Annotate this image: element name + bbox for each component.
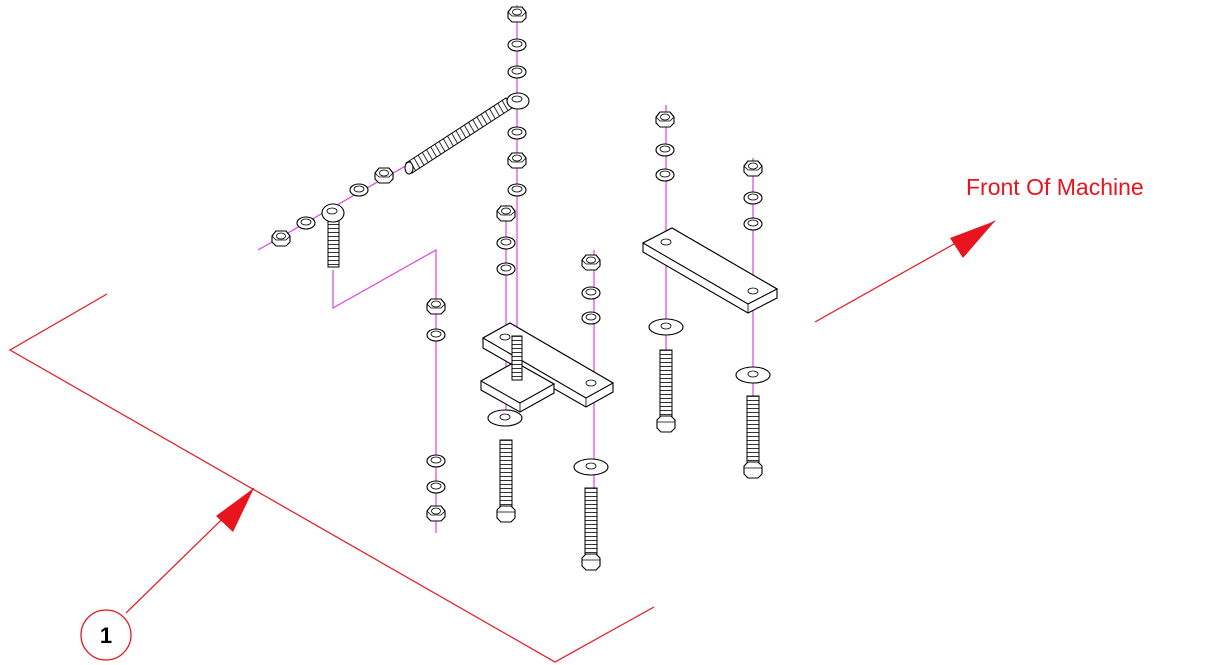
mounting-surface-outline xyxy=(8,293,655,663)
item-balloon: 1 xyxy=(80,609,132,661)
hex-nut-icon xyxy=(374,167,394,184)
item-balloon-number: 1 xyxy=(100,623,112,648)
right-bracket-plate xyxy=(641,227,779,314)
right-bolts xyxy=(648,318,771,479)
front-of-machine-label: Front Of Machine xyxy=(966,174,1144,200)
threaded-rod xyxy=(404,97,513,175)
right-center-stack xyxy=(581,254,601,325)
center-bracket-plates xyxy=(479,322,615,413)
washer-icon xyxy=(349,183,369,197)
right-stacks xyxy=(655,111,763,231)
hex-nut-icon xyxy=(271,230,291,247)
center-bolts xyxy=(487,409,609,571)
balloon-leader-arrow xyxy=(125,487,255,614)
rod-end-eye-upper xyxy=(506,92,530,110)
washer-icon xyxy=(296,216,316,230)
front-of-machine-arrow xyxy=(814,220,996,323)
left-center-stack xyxy=(496,205,516,276)
rod-end-lower xyxy=(321,203,345,268)
